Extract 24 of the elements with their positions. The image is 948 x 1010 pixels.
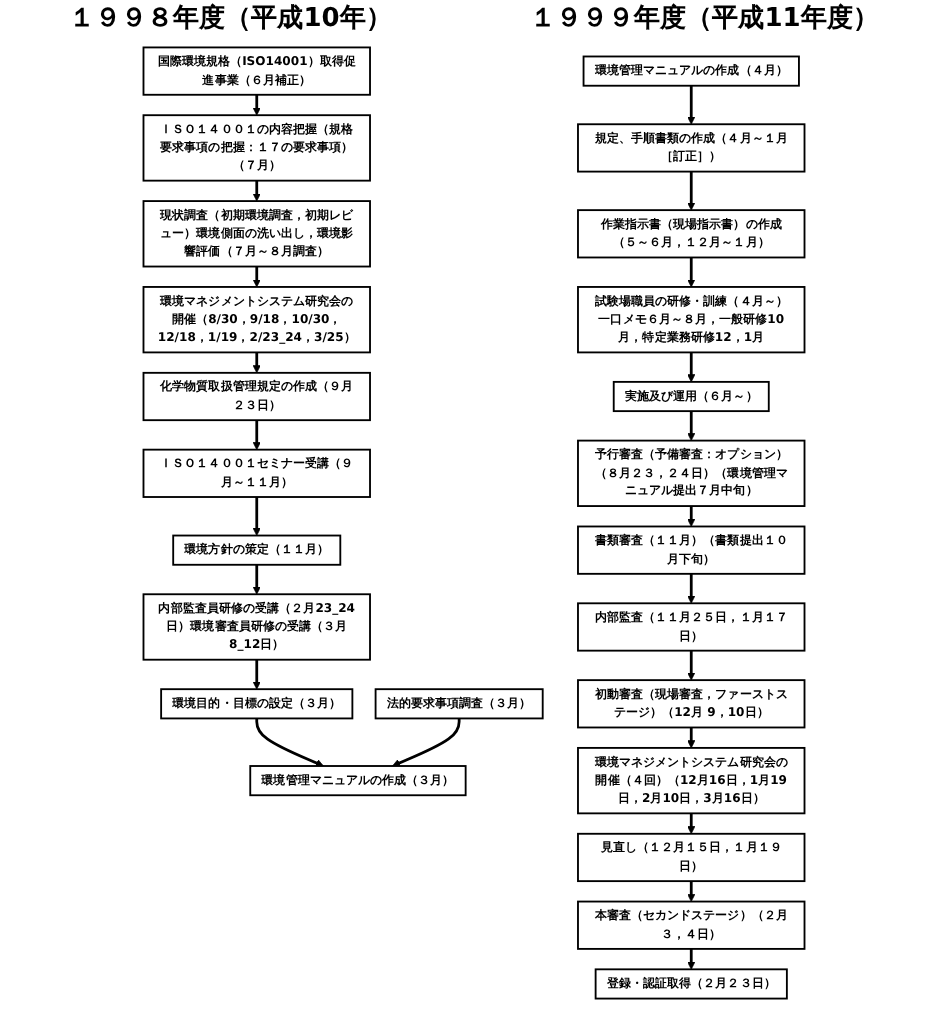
arrow: [252, 352, 261, 374]
arrow: [252, 180, 261, 202]
arrow: [687, 813, 696, 835]
arrow: [687, 506, 696, 527]
arrow: [687, 727, 696, 749]
arrow: [252, 94, 261, 116]
arrow: [252, 659, 261, 690]
arrow: [252, 497, 261, 536]
arrow: [687, 573, 696, 604]
arrow: [687, 85, 696, 125]
arrow: [252, 266, 261, 288]
arrow: [687, 257, 696, 288]
arrow: [687, 948, 696, 970]
arrow: [392, 718, 461, 767]
arrow: [687, 881, 696, 902]
arrow: [252, 420, 261, 451]
arrow: [252, 564, 261, 595]
arrow: [687, 650, 696, 681]
arrow: [687, 352, 696, 383]
arrow: [687, 411, 696, 441]
column-heading: １９９８年度（平成10年）: [69, 1, 392, 38]
arrow: [687, 171, 696, 211]
arrow: [255, 718, 324, 767]
column-heading: １９９９年度（平成11年度）: [530, 1, 879, 38]
